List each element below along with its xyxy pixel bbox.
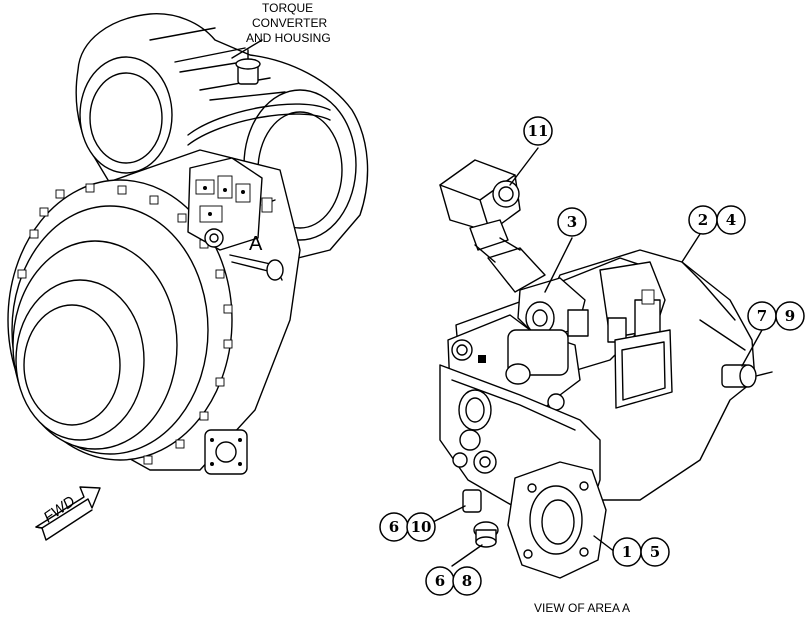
leader-lines xyxy=(432,147,763,567)
callout-3: 3 xyxy=(557,207,587,237)
callout-11: 11 xyxy=(523,116,553,146)
housing-top-ribs xyxy=(149,27,286,101)
torque-label-leader xyxy=(231,39,263,59)
callout-1-label: 1 xyxy=(622,543,632,561)
control-plug xyxy=(505,363,531,385)
callout-3-label: 3 xyxy=(567,213,577,231)
tube-fitting xyxy=(266,259,284,281)
callout-7: 7 xyxy=(747,301,777,331)
front-port-upper xyxy=(458,389,492,431)
pump-body-rib xyxy=(699,319,746,351)
callout-9: 9 xyxy=(775,301,805,331)
fwd-label: FWD xyxy=(41,493,79,527)
callout-8-label: 8 xyxy=(462,572,472,590)
right-bolt xyxy=(721,364,773,388)
front-bolt-b xyxy=(473,450,497,474)
callout-1: 1 xyxy=(612,537,642,567)
area-a-valve-block xyxy=(187,157,276,251)
view-caption: VIEW OF AREA A xyxy=(534,601,630,615)
callout-5: 5 xyxy=(640,537,670,567)
solenoid-valve xyxy=(439,159,546,293)
port-marker xyxy=(478,355,486,363)
output-cover-face xyxy=(15,279,145,441)
small-fitting xyxy=(462,489,482,513)
lower-flange xyxy=(204,429,248,475)
pump-assembly xyxy=(439,159,773,579)
callout-5-label: 5 xyxy=(650,543,660,561)
callout-2: 2 xyxy=(688,205,718,235)
callout-11-label: 11 xyxy=(528,122,549,140)
pump-body-edge xyxy=(681,261,736,321)
output-cover-center xyxy=(23,304,121,426)
torque-label-line1: TORQUE xyxy=(262,1,313,15)
outlet-flange xyxy=(507,461,607,579)
manifold-plug xyxy=(641,289,655,305)
callout-9-label: 9 xyxy=(785,307,795,325)
callout-6-lower-label: 6 xyxy=(435,572,445,590)
torque-label-line2: CONVERTER xyxy=(252,16,327,30)
hydraulic-hose xyxy=(187,103,331,146)
converter-bell xyxy=(79,56,173,174)
callout-10: 10 xyxy=(406,512,436,542)
callout-2-label: 2 xyxy=(698,211,708,229)
front-section-edge xyxy=(451,379,576,431)
lower-bolt xyxy=(473,521,499,548)
rim-bolts xyxy=(17,183,233,465)
callout-4-label: 4 xyxy=(726,211,736,229)
callout-6-upper: 6 xyxy=(379,512,409,542)
area-marker-a: A xyxy=(249,233,263,255)
callout-7-label: 7 xyxy=(757,307,767,325)
control-cap xyxy=(507,329,569,376)
transmission-assembly xyxy=(7,13,369,475)
block-bolt-1 xyxy=(451,339,473,361)
callout-4: 4 xyxy=(716,205,746,235)
fwd-arrow: FWD xyxy=(35,486,101,541)
callout-8: 8 xyxy=(452,566,482,596)
front-bolt-a xyxy=(459,429,481,451)
converter-bell-inner xyxy=(89,72,163,164)
callout-10-label: 10 xyxy=(411,518,432,536)
side-bracket-inner xyxy=(621,341,666,401)
side-bracket xyxy=(614,329,673,409)
front-bolt-c xyxy=(452,452,468,468)
callout-6-upper-label: 6 xyxy=(389,518,399,536)
callout-6-lower: 6 xyxy=(425,566,455,596)
breather-cap xyxy=(235,49,261,85)
torque-label-line3: AND HOUSING xyxy=(246,31,331,45)
valve-cartridge xyxy=(517,277,589,341)
